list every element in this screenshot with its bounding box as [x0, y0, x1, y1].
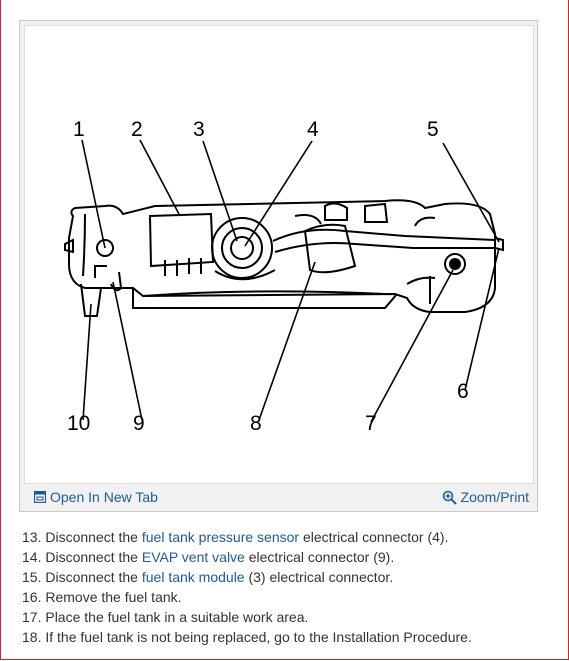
step-16: 16. Remove the fuel tank. — [22, 587, 472, 607]
callout-7: 7 — [365, 412, 377, 435]
callout-8: 8 — [250, 412, 262, 435]
step-text: 16. Remove the fuel tank. — [22, 589, 182, 605]
step-text: (3) electrical connector. — [244, 569, 394, 585]
callout-6: 6 — [457, 380, 469, 403]
step-text: 14. Disconnect the — [22, 549, 142, 565]
open-in-new-tab-link[interactable]: Open In New Tab — [34, 489, 158, 505]
step-text: 17. Place the fuel tank in a suitable wo… — [22, 609, 309, 625]
step-14: 14. Disconnect the EVAP vent valve elect… — [22, 547, 472, 567]
fuel-tank-diagram: 1 2 3 4 5 6 7 8 9 10 — [24, 25, 534, 484]
step-text: 13. Disconnect the — [22, 529, 142, 545]
zoom-print-label: Zoom/Print — [460, 489, 529, 505]
step-text: 15. Disconnect the — [22, 569, 142, 585]
new-tab-icon — [34, 491, 46, 503]
callout-5: 5 — [427, 118, 439, 141]
callout-4: 4 — [307, 118, 319, 141]
callout-1: 1 — [73, 118, 85, 141]
step-text: electrical connector (9). — [244, 549, 395, 565]
open-in-new-tab-label: Open In New Tab — [50, 489, 158, 505]
zoom-print-link[interactable]: Zoom/Print — [442, 489, 529, 505]
step-18: 18. If the fuel tank is not being replac… — [22, 627, 472, 647]
step-15: 15. Disconnect the fuel tank module (3) … — [22, 567, 472, 587]
evap-vent-valve-link[interactable]: EVAP vent valve — [141, 549, 245, 565]
callout-3: 3 — [193, 118, 205, 141]
magnifier-plus-icon — [442, 490, 457, 505]
figure-panel: 1 2 3 4 5 6 7 8 9 10 Open In New Tab — [19, 20, 538, 512]
fuel-tank-pressure-sensor-link[interactable]: fuel tank pressure sensor — [141, 529, 300, 545]
fuel-tank-module-link[interactable]: fuel tank module — [141, 569, 245, 585]
step-13: 13. Disconnect the fuel tank pressure se… — [22, 527, 472, 547]
step-text: electrical connector (4). — [299, 529, 449, 545]
step-text: 18. If the fuel tank is not being replac… — [22, 629, 472, 645]
diagram-svg: 1 2 3 4 5 6 7 8 9 10 — [64, 118, 504, 435]
callout-leaders — [81, 139, 500, 423]
callout-2: 2 — [131, 118, 143, 141]
fuel-tank-drawing — [64, 199, 504, 317]
procedure-steps: 13. Disconnect the fuel tank pressure se… — [22, 527, 472, 647]
callout-10: 10 — [67, 412, 90, 435]
step-17: 17. Place the fuel tank in a suitable wo… — [22, 607, 472, 627]
callout-9: 9 — [133, 412, 145, 435]
figure-toolbar: Open In New Tab Zoom/Print — [20, 483, 537, 511]
